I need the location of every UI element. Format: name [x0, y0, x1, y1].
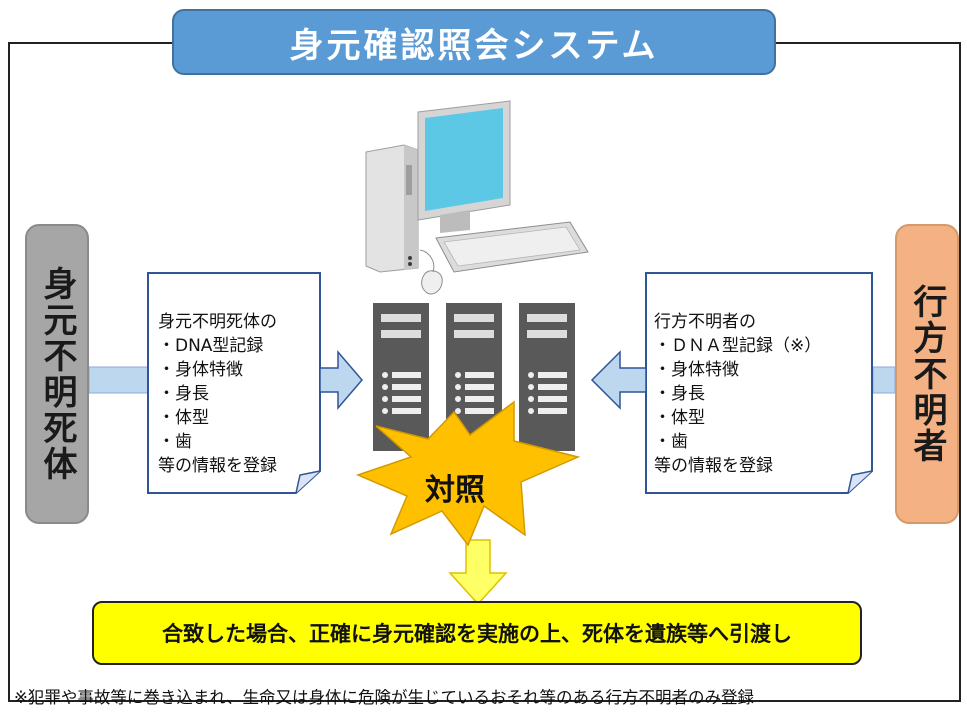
- note-line: ・ＤＮＡ型記録（※）: [654, 336, 822, 356]
- note-line: ・身体特徴: [654, 360, 739, 380]
- right-connector-bar: [872, 366, 896, 394]
- result-text: 合致した場合、正確に身元確認を実施の上、死体を遺族等へ引渡し: [162, 622, 792, 646]
- page-title: 身元確認照会システム: [172, 9, 776, 75]
- note-line: 等の情報を登録: [654, 456, 773, 476]
- arrow-down-icon: [448, 539, 508, 606]
- unidentified-body-label: 身元不明死体: [37, 266, 77, 482]
- note-line: ・体型: [158, 408, 209, 428]
- unidentified-body-box: 身元不明死体: [25, 224, 89, 524]
- missing-person-registration-note: 行方不明者の ・ＤＮＡ型記録（※） ・身体特徴 ・身長 ・体型 ・歯 等の情報を…: [654, 310, 821, 478]
- unidentified-body-registration-note: 身元不明死体の ・DNA型記録 ・身体特徴 ・身長 ・体型 ・歯 等の情報を登録: [158, 310, 277, 478]
- note-line: ・歯: [158, 432, 192, 452]
- document-icon: [147, 272, 321, 494]
- server-icon: [373, 303, 429, 451]
- computer-icon: [365, 100, 589, 295]
- note-line: 行方不明者の: [654, 312, 756, 332]
- server-icon: [519, 303, 575, 451]
- arrow-left-icon: [590, 350, 647, 410]
- missing-person-box: 行方不明者: [895, 224, 959, 524]
- missing-person-label: 行方不明者: [907, 284, 947, 464]
- note-line: ・身体特徴: [158, 360, 243, 380]
- footnote: ※犯罪や事故等に巻き込まれ、生命又は身体に危険が生じているおそれ等のある行方不明…: [14, 688, 754, 707]
- note-line: ・身長: [158, 384, 209, 404]
- note-line: ・DNA型記録: [158, 336, 264, 356]
- note-line: ・体型: [654, 408, 705, 428]
- note-line: 等の情報を登録: [158, 456, 277, 476]
- result-box: 合致した場合、正確に身元確認を実施の上、死体を遺族等へ引渡し: [92, 601, 862, 665]
- note-line: ・身長: [654, 384, 705, 404]
- comparison-label: 対照: [425, 473, 485, 508]
- arrow-right-icon: [319, 349, 363, 411]
- note-line: 身元不明死体の: [158, 312, 277, 332]
- left-connector-bar: [88, 366, 150, 394]
- note-line: ・歯: [654, 432, 688, 452]
- document-icon: [645, 272, 873, 494]
- starburst-icon: [355, 400, 581, 547]
